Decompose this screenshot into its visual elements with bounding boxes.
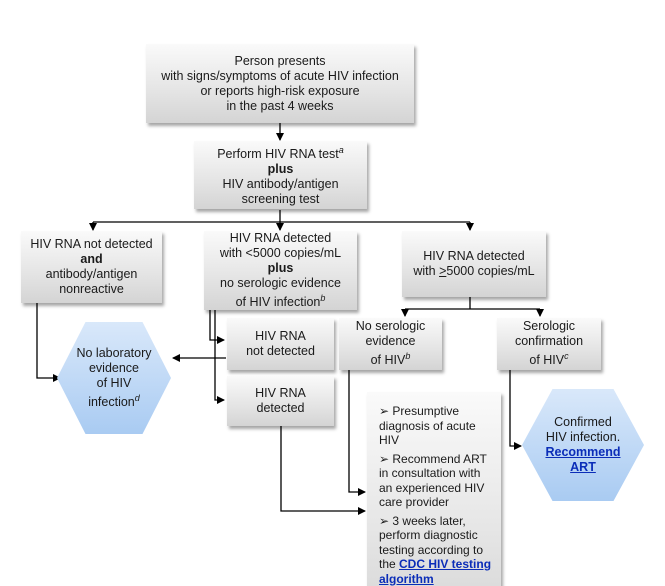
arrow-sero-to-confirmed — [509, 370, 522, 450]
no-lab-line-4: infectiond — [88, 391, 140, 410]
repeat-d-line-2: detected — [256, 401, 305, 415]
not-detected-and: and — [80, 252, 103, 266]
start-line-3: or reports high-risk exposure — [200, 83, 360, 98]
test-plus: plus — [267, 162, 294, 177]
confirmed-line-1: Confirmed — [554, 415, 612, 429]
no-sero-line-1: No serologic — [355, 319, 426, 334]
repeat-not-detected-box: HIV RNA not detected — [227, 318, 334, 370]
no-serologic-box: No serologic evidence of HIVb — [339, 318, 442, 370]
serologic-confirmation-box: Serologic confirmation of HIVc — [497, 318, 601, 370]
arrow-low-to-repeat-not-detected — [209, 310, 225, 344]
no-sero-line-3: of HIVb — [371, 349, 411, 368]
test-box: Perform HIV RNA testa plus HIV antibody/… — [194, 141, 367, 209]
repeat-nd-line-2: not detected — [246, 344, 315, 358]
arrow-repeat-detected-to-management — [280, 426, 366, 515]
test-line-1: Perform HIV RNA testa — [217, 143, 344, 162]
sero-line-2: confirmation — [514, 334, 584, 349]
arrow-not-detected-to-no-lab — [36, 303, 61, 382]
management-item-recommend-art: ➢ Recommend ART in consultation with an … — [379, 451, 487, 510]
high-line-2-pre: with — [413, 264, 440, 278]
arrow-no-sero-to-management — [348, 370, 366, 496]
test-line-1-text: Perform HIV RNA test — [217, 147, 339, 162]
high-line-1: HIV RNA detected — [423, 249, 525, 263]
rna-low-detected-box: HIV RNA detected with <5000 copies/mL pl… — [204, 231, 357, 310]
high-line-2-gte: > — [439, 264, 447, 278]
sero-line-3-text: of HIV — [529, 353, 565, 368]
rna-high-detected-box: HIV RNA detected with >5000 copies/mL — [402, 231, 546, 297]
repeat-d-line-1: HIV RNA — [255, 386, 306, 400]
start-box: Person presents with signs/symptoms of a… — [146, 44, 414, 123]
footnote-a: a — [338, 144, 344, 155]
no-lab-line-1: No laboratory — [76, 345, 152, 360]
low-line-2: with <5000 copies/mL — [219, 245, 342, 260]
not-detected-line-1: HIV RNA not detected — [30, 237, 153, 251]
recommend-art-link[interactable]: Recommend ART — [545, 445, 620, 475]
not-detected-line-2: antibody/antigen — [45, 267, 138, 281]
management-item-retest-text: ➢ 3 weeks later, perform diagnostic test… — [379, 513, 484, 572]
sero-line-3: of HIVc — [529, 349, 568, 368]
start-line-1: Person presents — [234, 53, 326, 68]
high-line-2: with >5000 copies/mL — [413, 264, 534, 279]
low-line-3: no serologic evidence — [220, 275, 341, 290]
not-detected-line-3: nonreactive — [59, 282, 124, 296]
no-lab-line-2: evidence — [88, 360, 140, 375]
repeat-nd-line-1: HIV RNA — [255, 329, 306, 343]
low-plus: plus — [267, 260, 294, 275]
footnote-b: b — [320, 292, 326, 303]
cdc-testing-algorithm-link[interactable]: CDC HIV testing algorithm — [379, 557, 492, 586]
high-line-2-post: 5000 copies/mL — [446, 264, 535, 278]
management-item-retest: ➢ 3 weeks later, perform diagnostic test… — [379, 514, 493, 586]
footnote-c: c — [564, 351, 569, 362]
confirmed-line-2: HIV infection. — [545, 430, 621, 444]
low-line-1: HIV RNA detected — [229, 230, 332, 245]
management-item-presumptive: ➢ Presumptive diagnosis of acute HIV — [379, 404, 476, 447]
footnote-d: d — [134, 392, 140, 403]
no-lab-line-4-text: infection — [88, 395, 135, 410]
management-box: ➢ Presumptive diagnosis of acute HIV ➢ R… — [367, 392, 501, 586]
test-line-3: screening test — [241, 192, 320, 207]
no-sero-line-3-text: of HIV — [370, 353, 406, 368]
recommend-art-link-line-1: Recommend — [545, 445, 621, 459]
no-lab-evidence-hexagon: No laboratory evidence of HIV infectiond — [57, 322, 171, 434]
sero-line-1: Serologic — [522, 319, 576, 334]
start-line-2: with signs/symptoms of acute HIV infecti… — [161, 68, 399, 83]
recommend-art-link-line-2: ART — [570, 460, 596, 474]
rna-not-detected-box: HIV RNA not detected and antibody/antige… — [21, 231, 162, 303]
repeat-detected-box: HIV RNA detected — [227, 376, 334, 426]
test-line-2: HIV antibody/antigen — [222, 177, 339, 192]
start-line-4: in the past 4 weeks — [226, 98, 334, 113]
no-sero-line-2: evidence — [365, 334, 416, 349]
confirmed-hiv-hexagon: Confirmed HIV infection. Recommend ART — [522, 389, 644, 501]
no-lab-line-3: of HIV — [96, 375, 132, 390]
low-line-4-text: of HIV infection — [235, 295, 321, 310]
footnote-b-2: b — [405, 351, 411, 362]
low-line-4: of HIV infectionb — [236, 291, 326, 310]
arrow-low-to-repeat-detected — [214, 310, 225, 404]
